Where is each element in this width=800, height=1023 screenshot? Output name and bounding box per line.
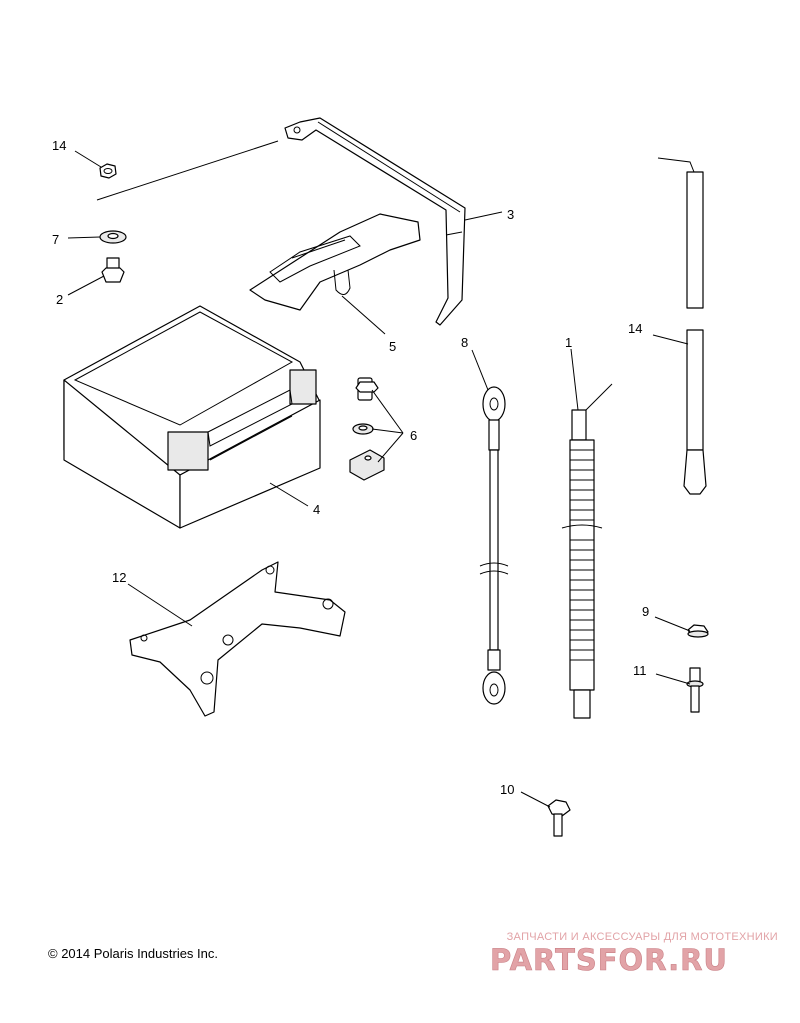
part-1-cable [561,383,613,719]
part-13-nut [99,163,117,179]
part-7-washer [99,230,127,244]
part-8-cable [479,386,509,705]
callout-12: 12 [112,570,126,585]
part-12-tray [129,561,346,717]
callout-11: 11 [633,663,647,678]
copyright-text: © 2014 Polaris Industries Inc. [48,946,218,961]
callout-labels: 14 7 2 3 5 6 4 12 8 1 14 9 11 10 [52,138,649,797]
callout-7: 7 [52,232,59,247]
part-14-rod [657,157,707,495]
leader-lines [67,140,691,808]
callout-10: 10 [500,782,514,797]
callout-13: 14 [52,138,66,153]
watermark-logo-text: PARTSFOR.RU [490,944,728,976]
callout-8: 8 [461,335,468,350]
callout-9: 9 [642,604,649,619]
part-6-hardware [349,377,385,481]
part-2-bolt [101,257,125,283]
watermark-logo: PARTSFOR.RU [490,944,728,976]
callout-5: 5 [389,339,396,354]
part-9-nut [687,624,709,638]
part-5-cover [249,213,421,311]
callout-2: 2 [56,292,63,307]
callout-14: 14 [628,321,642,336]
callout-6: 6 [410,428,417,443]
part-10-bolt [547,799,571,837]
part-4-battery [63,305,321,529]
callout-4: 4 [313,502,320,517]
callout-1: 1 [565,335,572,350]
part-11-stud [686,667,704,713]
watermark-caption: ЗАПЧАСТИ И АКСЕССУАРЫ ДЛЯ МОТОТЕХНИКИ [506,931,778,943]
callout-3: 3 [507,207,514,222]
part-3-strap [284,117,466,326]
